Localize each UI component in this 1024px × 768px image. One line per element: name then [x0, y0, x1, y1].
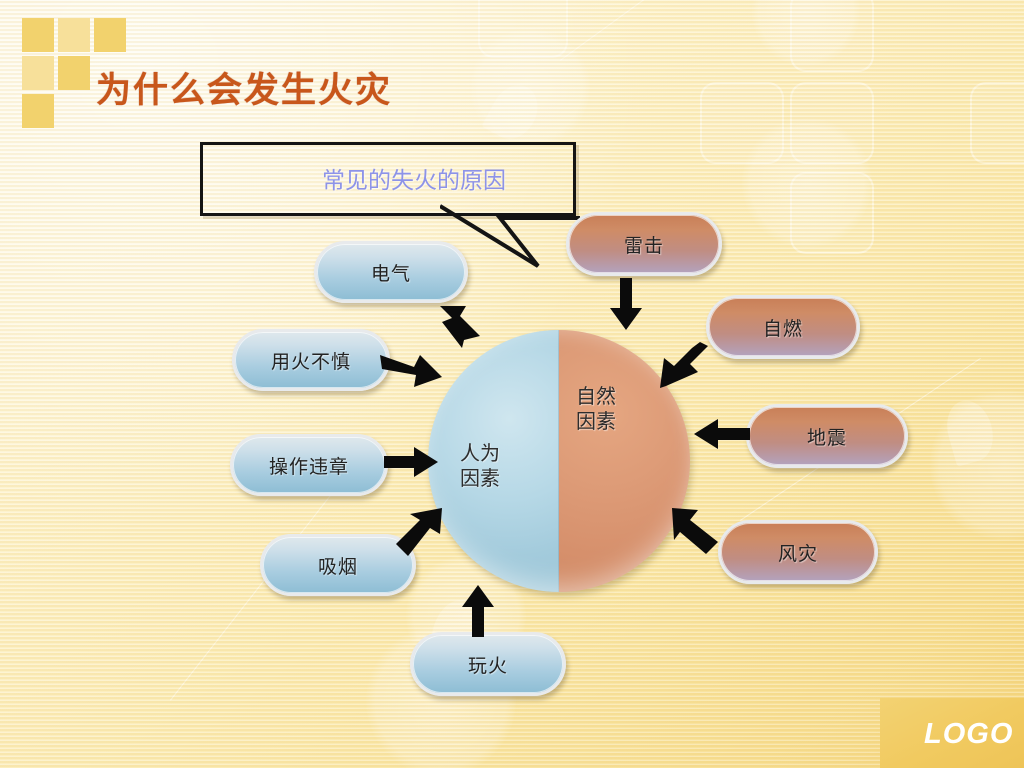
pill-natural-1-label: 自燃: [762, 318, 803, 340]
pill-natural-3-label: 风灾: [777, 543, 818, 565]
watermark-square: [700, 82, 784, 164]
watermark-line: [560, 0, 804, 61]
pill-human-4-label: 玩火: [467, 655, 508, 677]
callout-text: 常见的失火的原因: [322, 168, 506, 193]
watermark-square: [970, 82, 1024, 164]
pill-human-1[interactable]: 用火不慎: [232, 329, 390, 391]
decor-square: [58, 18, 90, 52]
decor-square: [22, 18, 54, 52]
watermark-circle: [470, 28, 590, 148]
watermark-circle: [752, 0, 860, 66]
decor-square: [58, 56, 90, 90]
pill-human-0-label: 电气: [370, 263, 411, 285]
center-circle-right-half: [559, 330, 690, 592]
pill-human-0[interactable]: 电气: [314, 241, 468, 303]
center-circle-left-half: [428, 330, 559, 592]
pill-natural-0[interactable]: 雷击: [566, 212, 722, 276]
pill-natural-0-label: 雷击: [623, 235, 664, 257]
watermark-circle: [742, 118, 872, 248]
decor-square: [94, 18, 126, 52]
arrow-icon-natural-2: [694, 419, 750, 449]
page-title: 为什么会发生火灾: [96, 71, 393, 110]
watermark-square: [790, 172, 874, 254]
watermark-petal: [481, 76, 547, 148]
center-circle: [428, 330, 690, 592]
pill-human-2[interactable]: 操作违章: [230, 434, 388, 496]
watermark-square: [478, 0, 568, 58]
pill-human-3-label: 吸烟: [317, 556, 358, 578]
pill-natural-1[interactable]: 自燃: [706, 295, 860, 359]
pill-human-3[interactable]: 吸烟: [260, 534, 416, 596]
logo-band: [880, 698, 1024, 768]
pill-natural-3[interactable]: 风灾: [718, 520, 878, 584]
pill-human-4[interactable]: 玩火: [410, 632, 566, 696]
watermark-petal: [940, 395, 1000, 467]
arrow-icon-human-4: [462, 585, 494, 637]
pill-natural-2-label: 地震: [806, 427, 847, 449]
watermark-circle: [930, 390, 1024, 540]
decor-square: [22, 94, 54, 128]
watermark-square: [790, 82, 874, 164]
pill-human-1-label: 用火不慎: [270, 351, 351, 373]
watermark-square: [790, 0, 874, 72]
watermark-line: [170, 495, 331, 701]
pill-human-2-label: 操作违章: [268, 456, 349, 478]
callout-box: [200, 142, 576, 216]
arrow-icon-natural-0: [610, 278, 642, 330]
logo-text: LOGO: [924, 718, 1014, 750]
decor-square: [22, 56, 54, 90]
pill-natural-2[interactable]: 地震: [746, 404, 908, 468]
